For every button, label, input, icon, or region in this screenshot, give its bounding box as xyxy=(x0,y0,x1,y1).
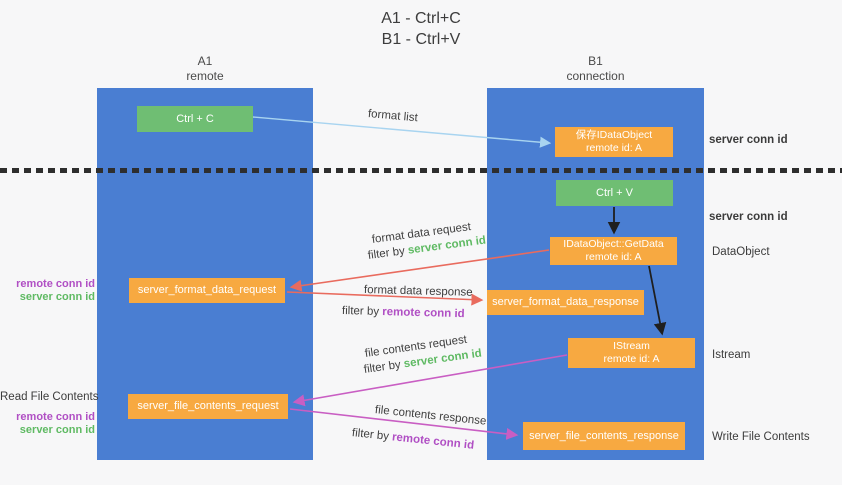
column-a1-name: A1 xyxy=(197,54,213,68)
column-header-a1: A1 remote xyxy=(97,54,313,84)
column-b1-name: B1 xyxy=(588,54,603,68)
side-label-write-file-contents: Write File Contents xyxy=(712,431,810,443)
title-line-1: A1 - Ctrl+C xyxy=(381,10,461,27)
node-server-file-contents-request: server_file_contents_request xyxy=(128,394,288,419)
node-file-response-label: server_file_contents_response xyxy=(529,429,679,442)
node-istream: IStream remote id: A xyxy=(568,338,695,368)
node-format-response-label: server_format_data_response xyxy=(492,296,639,308)
node-ctrl-v-label: Ctrl + V xyxy=(596,186,633,199)
label-filter-by-remote-1: filter by remote conn id xyxy=(342,304,465,321)
node-save-idataobject-line1: 保存IDataObject xyxy=(575,129,653,141)
column-a1-subtitle: remote xyxy=(186,69,224,83)
label-filter-by-remote-2: filter by remote conn id xyxy=(351,426,474,453)
node-ctrl-c: Ctrl + C xyxy=(137,106,253,132)
node-server-format-data-request: server_format_data_request xyxy=(129,278,285,303)
left-conn-id-group-1: remote conn id server conn id xyxy=(0,278,95,304)
diagram-title: A1 - Ctrl+C B1 - Ctrl+V xyxy=(0,8,842,50)
column-header-b1: B1 connection xyxy=(487,54,704,84)
label-format-list: format list xyxy=(367,108,419,125)
left-server-conn-id-2: server conn id xyxy=(19,424,95,436)
filter-by-text: filter by xyxy=(367,244,409,262)
node-file-request-label: server_file_contents_request xyxy=(137,400,279,412)
side-label-server-conn-id-top: server conn id xyxy=(709,134,788,146)
side-label-istream: Istream xyxy=(712,349,751,361)
node-istream-line2: remote id: A xyxy=(603,353,660,365)
node-ctrl-c-label: Ctrl + C xyxy=(176,112,214,125)
filter-by-text: filter by xyxy=(341,305,383,319)
label-format-data-response: format data response xyxy=(363,284,473,299)
node-ctrl-v: Ctrl + V xyxy=(556,180,673,206)
left-remote-conn-id-2: remote conn id xyxy=(16,411,95,423)
node-getdata-line1: IDataObject::GetData xyxy=(563,238,664,250)
label-file-contents-response: file contents response xyxy=(374,404,487,428)
node-server-format-data-response: server_format_data_response xyxy=(487,290,644,315)
title-line-2: B1 - Ctrl+V xyxy=(381,31,461,48)
remote-conn-id-text: remote conn id xyxy=(391,431,475,452)
node-format-request-label: server_format_data_request xyxy=(137,284,277,296)
node-getdata-line2: remote id: A xyxy=(585,251,642,263)
node-idataobject-getdata: IDataObject::GetData remote id: A xyxy=(550,237,677,265)
filter-by-text: filter by xyxy=(363,358,405,376)
left-remote-conn-id-1: remote conn id xyxy=(16,278,95,290)
node-istream-line1: IStream xyxy=(613,340,650,352)
column-b1-subtitle: connection xyxy=(566,69,625,83)
side-label-dataobject: DataObject xyxy=(712,246,770,258)
side-label-server-conn-id-mid: server conn id xyxy=(709,211,788,223)
left-conn-id-group-2: remote conn id server conn id xyxy=(0,411,95,437)
left-read-file-contents: Read File Contents xyxy=(0,391,99,403)
filter-by-text: filter by xyxy=(351,427,393,444)
node-server-file-contents-response: server_file_contents_response xyxy=(523,422,685,450)
node-save-idataobject-line2: remote id: A xyxy=(585,142,643,154)
left-server-conn-id-1: server conn id xyxy=(19,291,95,303)
remote-conn-id-text: remote conn id xyxy=(382,306,465,321)
dotted-separator-line xyxy=(0,168,842,173)
node-save-idataobject: 保存IDataObject remote id: A xyxy=(555,127,673,157)
